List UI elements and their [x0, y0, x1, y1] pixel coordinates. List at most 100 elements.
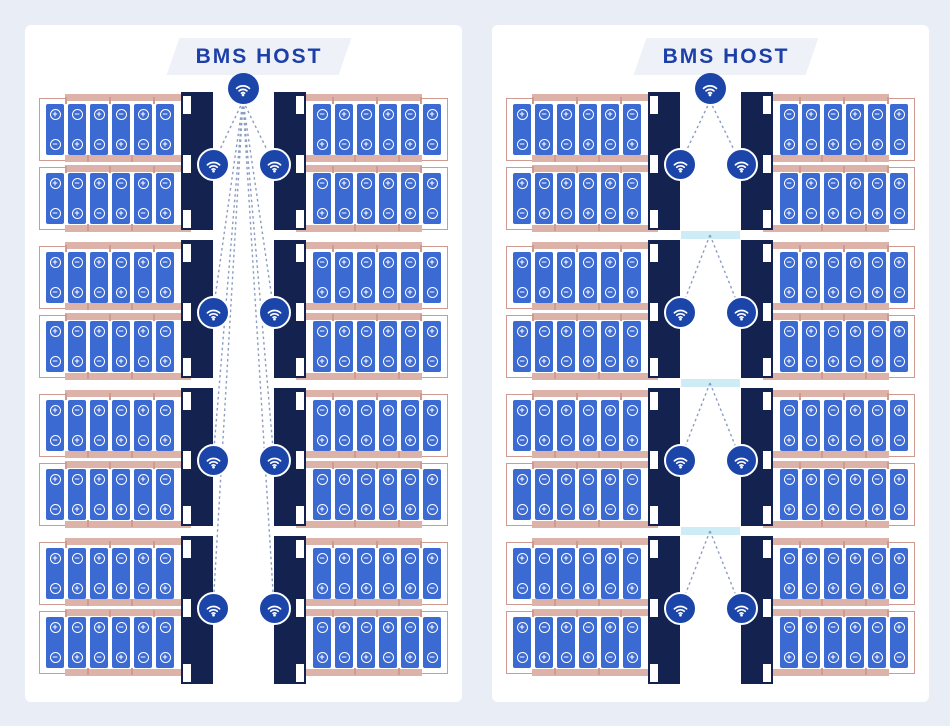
negative-terminal: −: [582, 405, 594, 416]
cell-connector-wire: [354, 451, 356, 458]
busbar-wire: [763, 669, 889, 676]
positive-terminal: +: [159, 652, 171, 663]
battery-cell: +−: [890, 469, 908, 520]
positive-terminal: +: [604, 109, 616, 120]
battery-cell: +−: [335, 252, 353, 303]
cell-connector-wire: [376, 166, 378, 173]
battery-cell: −+: [780, 469, 798, 520]
cell-connector-wire: [554, 224, 556, 231]
negative-terminal: −: [316, 178, 328, 189]
battery-cell: +−: [601, 469, 619, 520]
negative-terminal: −: [827, 553, 839, 564]
negative-terminal: −: [137, 287, 149, 298]
cell-connector-wire: [554, 155, 556, 162]
negative-terminal: −: [893, 139, 905, 150]
battery-cell: −+: [824, 548, 842, 599]
cell-connector-wire: [843, 245, 845, 252]
battery-cell: −+: [623, 469, 641, 520]
positive-terminal: +: [893, 257, 905, 268]
positive-terminal: +: [582, 504, 594, 515]
cell-connector-wire: [532, 97, 534, 104]
wifi-icon: [734, 605, 748, 617]
negative-terminal: −: [426, 504, 438, 515]
positive-terminal: +: [871, 208, 883, 219]
negative-terminal: −: [849, 356, 861, 367]
cell-connector-wire: [554, 303, 556, 310]
battery-cell: +−: [601, 321, 619, 372]
cell-connector-wire: [65, 393, 67, 400]
cell-connector-wire: [398, 520, 400, 527]
cell-connector-wire: [420, 462, 422, 469]
positive-terminal: +: [93, 553, 105, 564]
positive-terminal: +: [893, 405, 905, 416]
battery-cell: +−: [601, 252, 619, 303]
battery-cell: −+: [535, 252, 553, 303]
cell-connector-wire: [620, 393, 622, 400]
negative-terminal: −: [71, 257, 83, 268]
positive-terminal: +: [382, 257, 394, 268]
negative-terminal: −: [783, 109, 795, 120]
cell-connector-wire: [532, 541, 534, 548]
busbar-wire: [296, 599, 422, 606]
positive-terminal: +: [316, 504, 328, 515]
positive-terminal: +: [560, 326, 572, 337]
cell-connector-wire: [65, 314, 67, 321]
negative-terminal: −: [582, 109, 594, 120]
busbar-wire: [65, 461, 191, 468]
wireless-monitor-node: [196, 147, 230, 181]
cell-connector-wire: [887, 393, 889, 400]
negative-terminal: −: [338, 435, 350, 446]
cell-connector-wire: [576, 610, 578, 617]
wireless-monitor-node: [196, 443, 230, 477]
negative-terminal: −: [49, 356, 61, 367]
positive-terminal: +: [137, 405, 149, 416]
negative-terminal: −: [159, 405, 171, 416]
busbar-terminal: [183, 96, 191, 114]
positive-terminal: +: [604, 553, 616, 564]
battery-cell: −+: [68, 548, 86, 599]
battery-cell: −+: [313, 321, 331, 372]
busbar-wire: [532, 451, 658, 458]
battery-module: +−−++−−++−−+: [46, 469, 174, 520]
busbar-terminal: [763, 506, 771, 524]
positive-terminal: +: [382, 109, 394, 120]
busbar-terminal: [763, 96, 771, 114]
battery-cell: +−: [134, 617, 152, 668]
wireless-monitor-node: [663, 443, 697, 477]
negative-terminal: −: [382, 139, 394, 150]
busbar-wire: [532, 373, 658, 380]
battery-cell: −+: [535, 321, 553, 372]
battery-cell: −+: [579, 469, 597, 520]
cell-connector-wire: [131, 303, 133, 310]
negative-terminal: −: [604, 356, 616, 367]
positive-terminal: +: [159, 208, 171, 219]
cell-connector-wire: [398, 451, 400, 458]
wireless-link: [242, 100, 275, 165]
cell-connector-wire: [153, 314, 155, 321]
cell-connector-wire: [153, 97, 155, 104]
negative-terminal: −: [71, 178, 83, 189]
negative-terminal: −: [560, 435, 572, 446]
battery-cell: +−: [423, 252, 441, 303]
positive-terminal: +: [626, 504, 638, 515]
positive-terminal: +: [404, 504, 416, 515]
battery-cell: +−: [802, 400, 820, 451]
positive-terminal: +: [827, 504, 839, 515]
battery-cell: −+: [623, 104, 641, 155]
positive-terminal: +: [71, 435, 83, 446]
negative-terminal: −: [71, 405, 83, 416]
positive-terminal: +: [849, 553, 861, 564]
positive-terminal: +: [71, 356, 83, 367]
negative-terminal: −: [71, 622, 83, 633]
busbar-wire: [65, 94, 191, 101]
negative-terminal: −: [71, 109, 83, 120]
negative-terminal: −: [49, 435, 61, 446]
positive-terminal: +: [93, 109, 105, 120]
positive-terminal: +: [805, 178, 817, 189]
busbar-wire: [65, 225, 191, 232]
negative-terminal: −: [783, 257, 795, 268]
battery-module: −++−−++−−++−: [780, 617, 908, 668]
cell-connector-wire: [65, 610, 67, 617]
battery-cell: +−: [335, 321, 353, 372]
cell-connector-wire: [799, 166, 801, 173]
